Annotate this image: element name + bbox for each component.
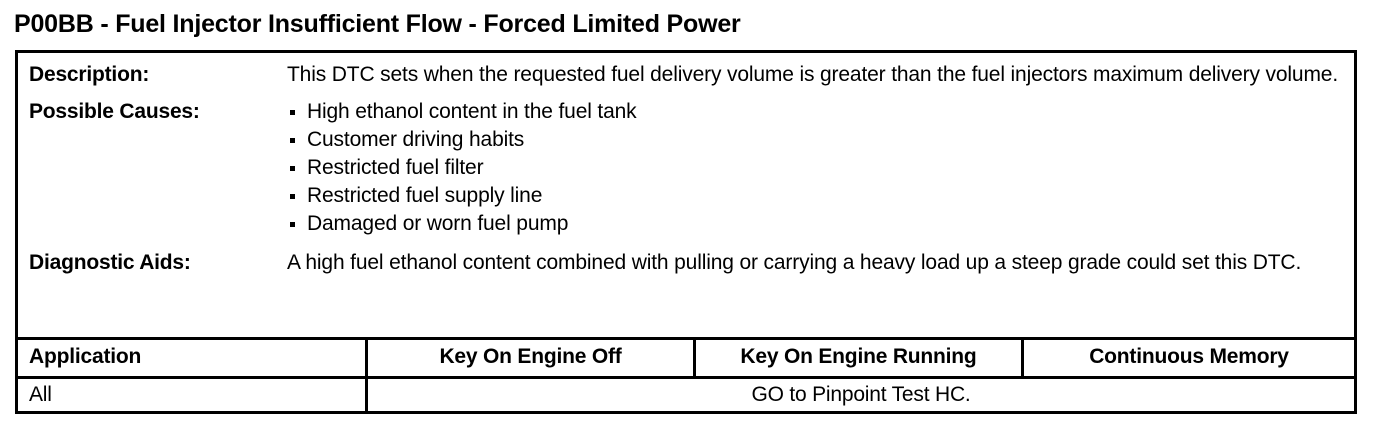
cell-application: All <box>18 379 368 411</box>
diagnostic-aids-row: Diagnostic Aids: A high fuel ethanol con… <box>18 249 1354 276</box>
list-item-label: Restricted fuel supply line <box>307 184 543 207</box>
diagnostic-aids-content: A high fuel ethanol content combined wit… <box>287 249 1354 276</box>
bullet-icon <box>290 138 295 143</box>
column-header-application: Application <box>18 340 368 376</box>
diagnostic-aids-text: A high fuel ethanol content combined wit… <box>287 251 1302 274</box>
list-item-label: Restricted fuel filter <box>307 156 484 179</box>
table-header-row: Application Key On Engine Off Key On Eng… <box>18 340 1354 379</box>
dtc-info-section: Description: This DTC sets when the requ… <box>18 53 1354 340</box>
bullet-icon <box>290 110 295 115</box>
list-item: Customer driving habits <box>287 126 1342 154</box>
possible-causes-list: High ethanol content in the fuel tank Cu… <box>287 98 1342 238</box>
possible-causes-label: Possible Causes: <box>29 100 200 123</box>
column-header-continuous-memory: Continuous Memory <box>1089 345 1289 368</box>
bullet-icon <box>290 222 295 227</box>
description-label: Description: <box>29 63 150 86</box>
list-item-label: High ethanol content in the fuel tank <box>307 100 637 123</box>
column-header-key-on-engine-off: Key On Engine Off <box>368 340 696 376</box>
list-item: High ethanol content in the fuel tank <box>287 98 1342 126</box>
bullet-icon <box>290 194 295 199</box>
list-item-label: Damaged or worn fuel pump <box>307 212 569 235</box>
list-item: Damaged or worn fuel pump <box>287 210 1342 238</box>
dtc-info-box: Description: This DTC sets when the requ… <box>15 50 1357 414</box>
list-item: Restricted fuel supply line <box>287 182 1342 210</box>
table-row: All GO to Pinpoint Test HC. <box>18 379 1354 411</box>
column-header-key-on-engine-running: Key On Engine Running <box>696 340 1024 376</box>
possible-causes-row: Possible Causes: High ethanol content in… <box>18 98 1354 238</box>
cell-merged-result: GO to Pinpoint Test HC. <box>751 383 971 406</box>
description-text: This DTC sets when the requested fuel de… <box>287 63 1339 86</box>
list-item: Restricted fuel filter <box>287 154 1342 182</box>
page-title: P00BB - Fuel Injector Insufficient Flow … <box>14 10 741 38</box>
description-row: Description: This DTC sets when the requ… <box>18 61 1354 88</box>
possible-causes-content: High ethanol content in the fuel tank Cu… <box>287 98 1354 238</box>
list-item-label: Customer driving habits <box>307 128 525 151</box>
application-table: Application Key On Engine Off Key On Eng… <box>18 340 1354 411</box>
diagnostic-aids-label: Diagnostic Aids: <box>29 251 191 274</box>
bullet-icon <box>290 166 295 171</box>
description-content: This DTC sets when the requested fuel de… <box>287 61 1354 88</box>
